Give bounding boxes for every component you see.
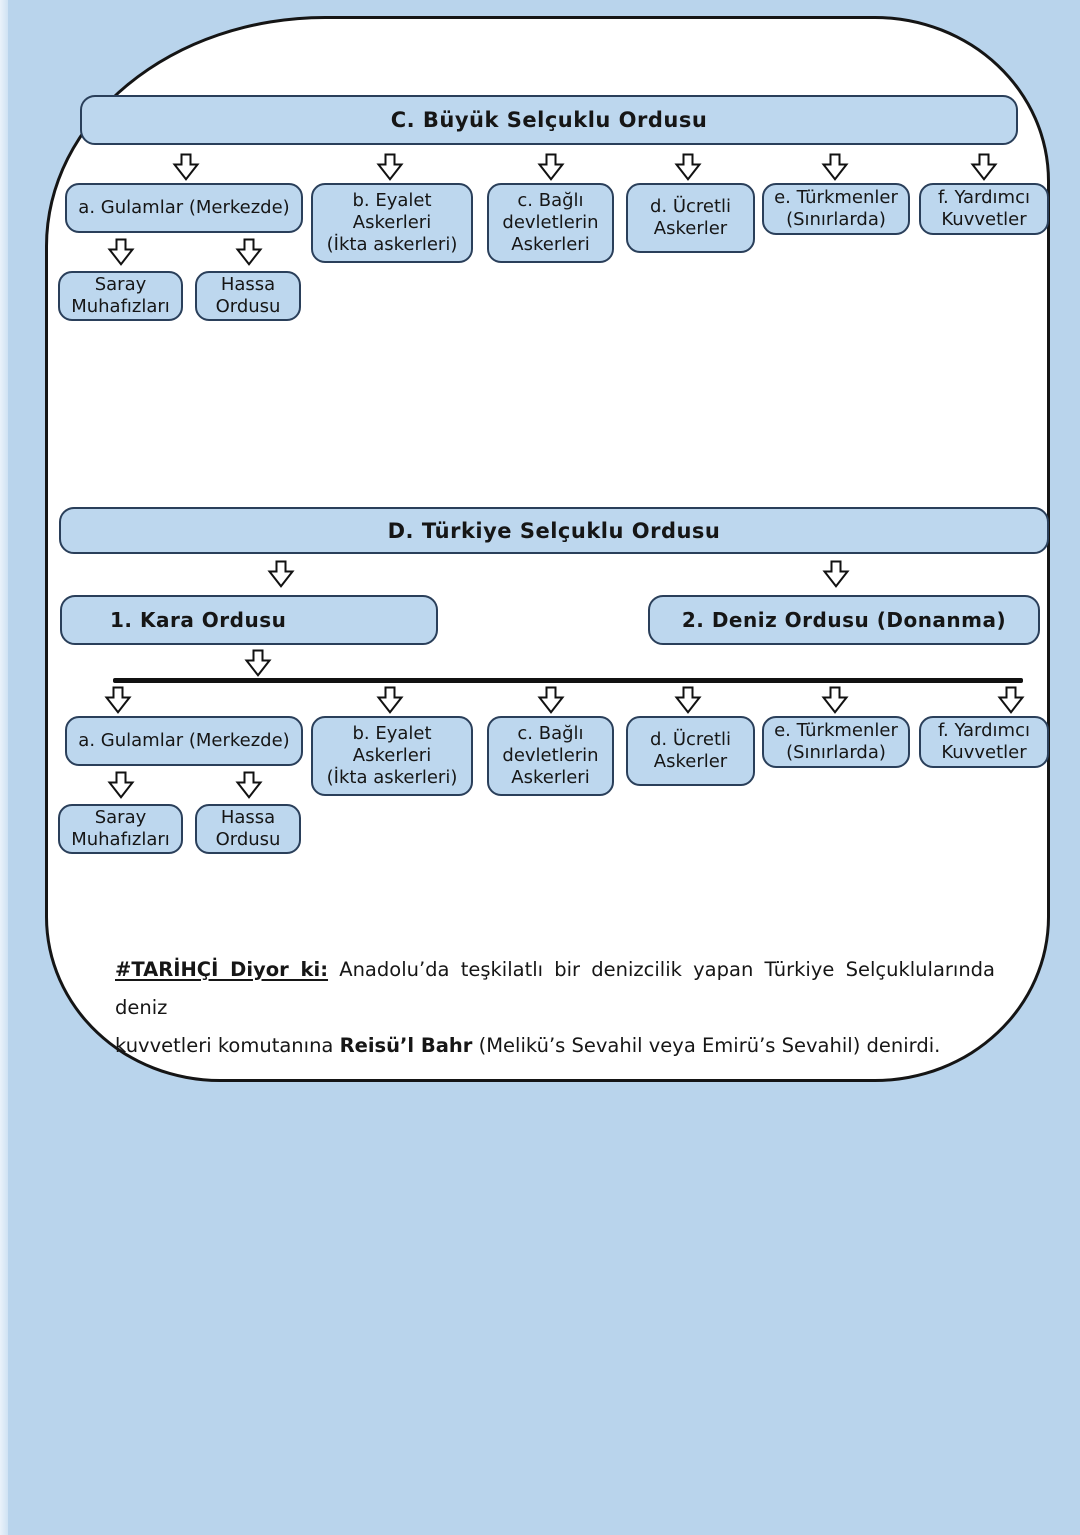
- box-bagli-devletler: c. Bağlı devletlerin Askerleri: [487, 716, 614, 796]
- down-arrow-icon: [820, 686, 850, 714]
- down-arrow-icon: [171, 153, 201, 181]
- down-arrow-icon: [673, 686, 703, 714]
- section-d-title-bar: D. Türkiye Selçuklu Ordusu: [59, 507, 1049, 554]
- down-arrow-icon: [969, 153, 999, 181]
- down-arrow-icon: [375, 153, 405, 181]
- box-saray-muhafizlari: Saray Muhafızları: [58, 804, 183, 854]
- note-bold-term: Reisü’l Bahr: [339, 1034, 473, 1057]
- down-arrow-icon: [234, 771, 264, 799]
- box-gulamlar: a. Gulamlar (Merkezde): [65, 716, 303, 766]
- box-saray-muhafizlari: Saray Muhafızları: [58, 271, 183, 321]
- connector-line: [113, 678, 1023, 683]
- note-line1-text: Anadolu’da teşkilatlı bir denizcilik yap…: [115, 958, 996, 1019]
- down-arrow-icon: [243, 649, 273, 677]
- down-arrow-icon: [375, 686, 405, 714]
- section-c-title-bar: C. Büyük Selçuklu Ordusu: [80, 95, 1018, 145]
- page-edge-shading: [0, 0, 8, 1535]
- down-arrow-icon: [820, 153, 850, 181]
- box-kara-ordusu: 1. Kara Ordusu: [60, 595, 438, 645]
- box-eyalet-askerleri: b. Eyalet Askerleri (İkta askerleri): [311, 183, 473, 263]
- diagram-panel: C. Büyük Selçuklu Ordusu a. Gulamlar (Me…: [45, 16, 1050, 1082]
- box-eyalet-askerleri: b. Eyalet Askerleri (İkta askerleri): [311, 716, 473, 796]
- down-arrow-icon: [234, 238, 264, 266]
- box-ucretli-askerler: d. Ücretli Askerler: [626, 183, 755, 253]
- down-arrow-icon: [996, 686, 1026, 714]
- box-deniz-ordusu: 2. Deniz Ordusu (Donanma): [648, 595, 1040, 645]
- box-hassa-ordusu: Hassa Ordusu: [195, 271, 301, 321]
- box-gulamlar: a. Gulamlar (Merkezde): [65, 183, 303, 233]
- box-yardimci-kuvvetler: f. Yardımcı Kuvvetler: [919, 716, 1049, 768]
- box-hassa-ordusu: Hassa Ordusu: [195, 804, 301, 854]
- note-line-2: kuvvetleri komutanına Reisü’l Bahr (Meli…: [115, 1027, 995, 1065]
- box-yardimci-kuvvetler: f. Yardımcı Kuvvetler: [919, 183, 1049, 235]
- down-arrow-icon: [266, 560, 296, 588]
- box-turkmenler: e. Türkmenler (Sınırlarda): [762, 183, 910, 235]
- box-bagli-devletler: c. Bağlı devletlerin Askerleri: [487, 183, 614, 263]
- note-line2-text: kuvvetleri komutanına: [115, 1034, 334, 1057]
- down-arrow-icon: [106, 771, 136, 799]
- down-arrow-icon: [536, 686, 566, 714]
- down-arrow-icon: [673, 153, 703, 181]
- note-line2-rest: (Melikü’s Sevahil veya Emirü’s Sevahil) …: [478, 1034, 941, 1057]
- note-line-1: #TARİHÇİ Diyor ki: Anadolu’da teşkilatlı…: [115, 951, 995, 1027]
- down-arrow-icon: [536, 153, 566, 181]
- box-turkmenler: e. Türkmenler (Sınırlarda): [762, 716, 910, 768]
- down-arrow-icon: [103, 686, 133, 714]
- down-arrow-icon: [821, 560, 851, 588]
- note-heading: #TARİHÇİ Diyor ki:: [115, 958, 329, 981]
- historian-note: #TARİHÇİ Diyor ki: Anadolu’da teşkilatlı…: [115, 951, 995, 1065]
- down-arrow-icon: [106, 238, 136, 266]
- box-ucretli-askerler: d. Ücretli Askerler: [626, 716, 755, 786]
